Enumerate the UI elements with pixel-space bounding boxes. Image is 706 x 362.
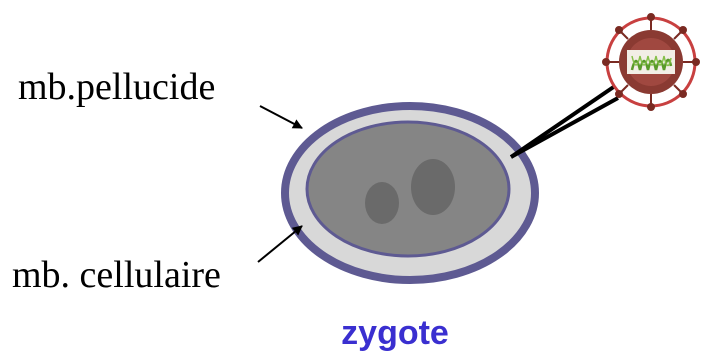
micropipette-icon — [511, 86, 618, 157]
cell-membrane — [307, 122, 509, 256]
zona-pellucida-label: mb.pellucide — [18, 68, 215, 106]
pronucleus-large — [411, 159, 455, 215]
cell-membrane-label: mb. cellulaire — [12, 256, 221, 294]
zygote-caption: zygote — [310, 316, 480, 350]
retrovirus-icon — [603, 14, 699, 110]
pronucleus-small — [365, 182, 399, 224]
